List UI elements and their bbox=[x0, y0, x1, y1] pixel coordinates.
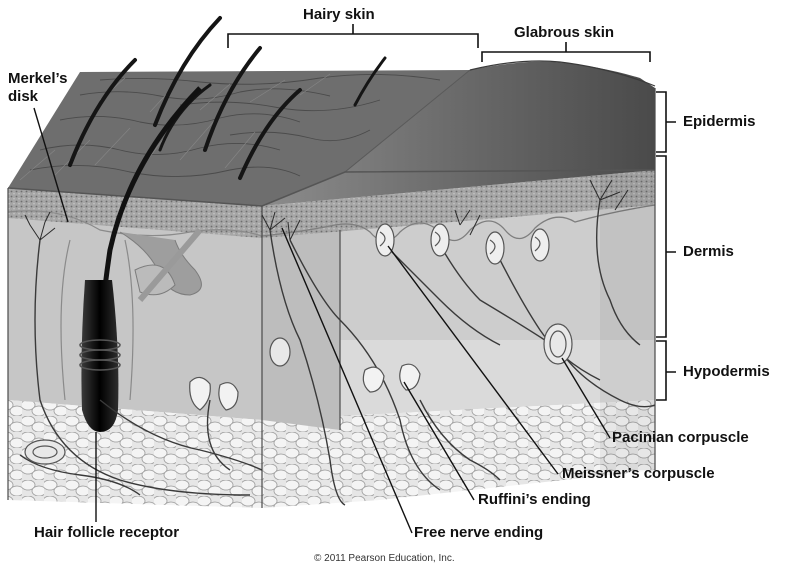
free-nerve-ending-label: Free nerve ending bbox=[414, 524, 543, 542]
hairy-skin-label: Hairy skin bbox=[303, 6, 375, 24]
meissners-corpuscle-label: Meissner’s corpuscle bbox=[562, 465, 715, 483]
epidermis-bracket bbox=[656, 92, 676, 152]
pacinian-corpuscle-label: Pacinian corpuscle bbox=[612, 429, 749, 447]
dermis-bracket bbox=[656, 156, 676, 337]
hairy-skin-bracket bbox=[228, 24, 478, 48]
glabrous-skin-bracket bbox=[482, 42, 650, 62]
epidermis-label: Epidermis bbox=[683, 113, 756, 131]
hypodermis-label: Hypodermis bbox=[683, 363, 770, 381]
ruffinis-ending-label: Ruffini’s ending bbox=[478, 491, 591, 509]
copyright-credit: © 2011 Pearson Education, Inc. bbox=[314, 553, 455, 564]
hypodermis-bracket bbox=[656, 341, 676, 400]
right-block bbox=[262, 165, 655, 508]
dermis-label: Dermis bbox=[683, 243, 734, 261]
hair-follicle-receptor-label: Hair follicle receptor bbox=[34, 524, 179, 542]
glabrous-skin-label: Glabrous skin bbox=[514, 24, 614, 42]
merkels-disk-label: Merkel’s disk bbox=[8, 70, 88, 106]
